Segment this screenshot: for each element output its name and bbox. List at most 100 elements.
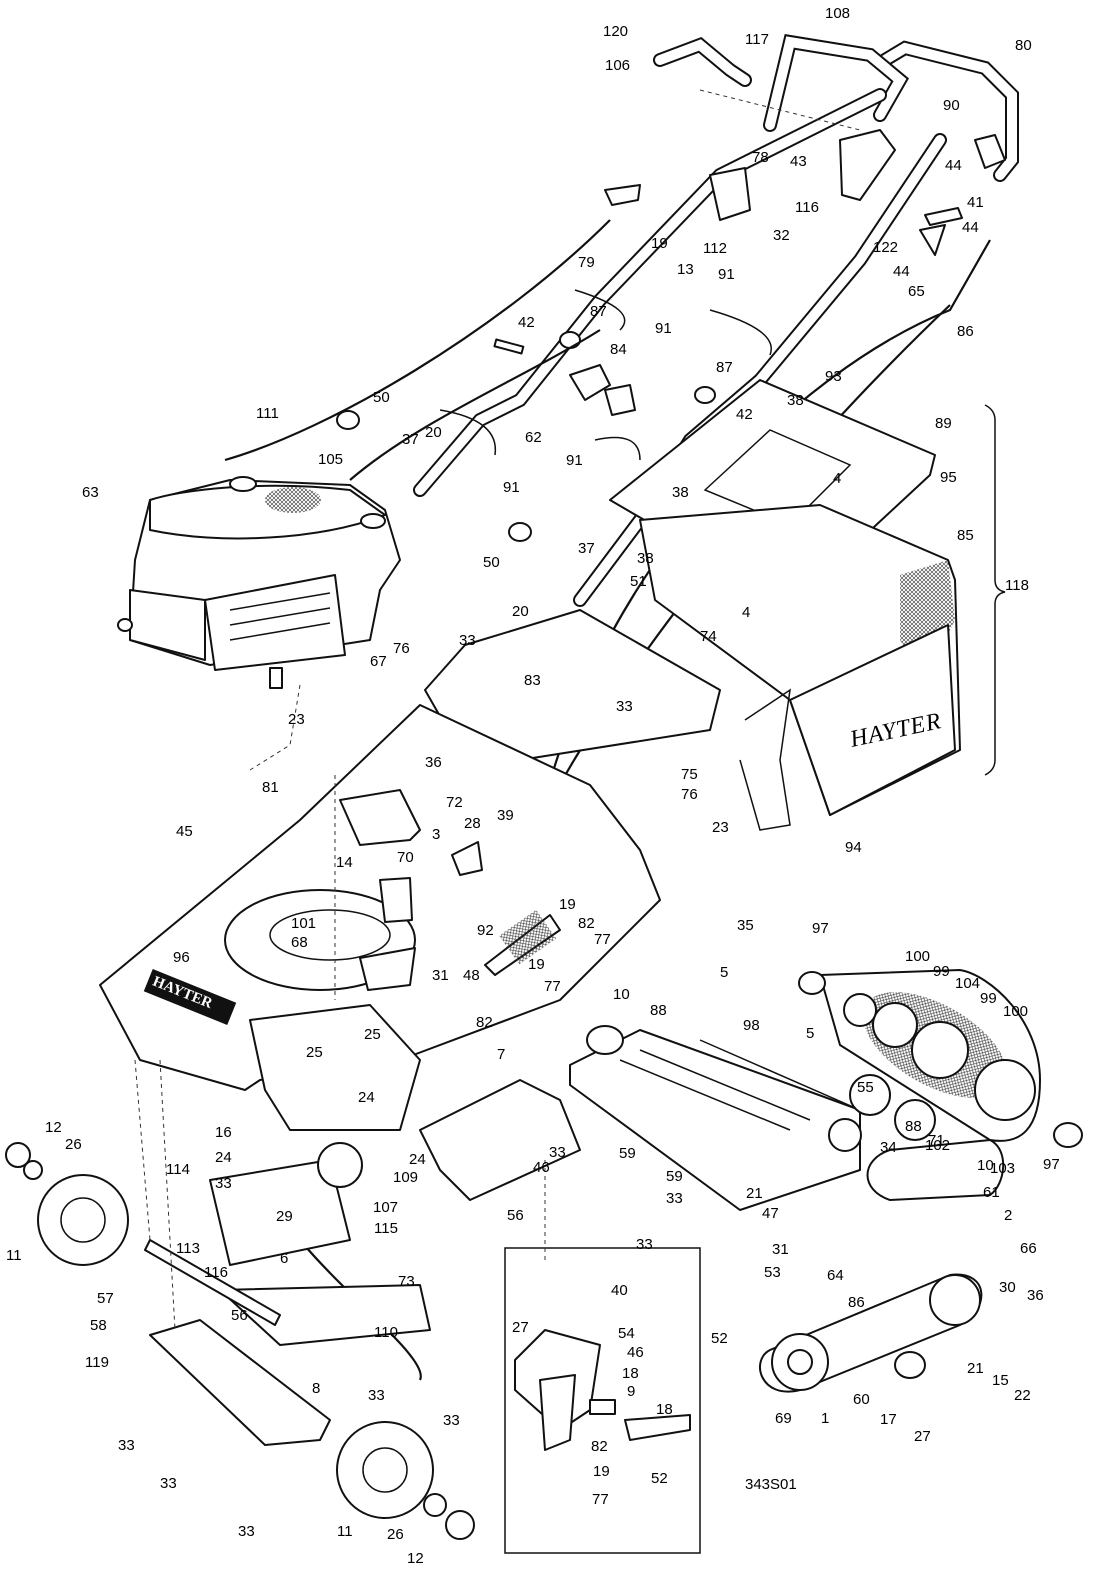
callout-c98: 98 bbox=[743, 1017, 760, 1034]
callout-c26b: 26 bbox=[387, 1526, 404, 1543]
callout-c25a: 25 bbox=[364, 1026, 381, 1043]
callout-c29: 29 bbox=[276, 1208, 293, 1225]
callout-c46b: 46 bbox=[627, 1344, 644, 1361]
callout-c42b: 42 bbox=[736, 406, 753, 423]
callout-c112: 112 bbox=[703, 240, 727, 257]
callout-c104: 104 bbox=[955, 975, 980, 992]
callout-c33g: 33 bbox=[368, 1387, 385, 1404]
callout-c2: 2 bbox=[1004, 1207, 1012, 1224]
callout-c76a: 76 bbox=[393, 640, 410, 657]
engine bbox=[117, 476, 401, 689]
callout-c52a: 52 bbox=[711, 1330, 728, 1347]
callout-c33i: 33 bbox=[443, 1412, 460, 1429]
callout-c50b: 50 bbox=[483, 554, 500, 571]
callout-c91d: 91 bbox=[566, 452, 583, 469]
callout-c101: 101 bbox=[291, 915, 316, 932]
callout-c70: 70 bbox=[397, 849, 414, 866]
callout-c21b: 21 bbox=[967, 1360, 984, 1377]
callout-c19c: 19 bbox=[528, 956, 545, 973]
callout-c74: 74 bbox=[700, 628, 717, 645]
callout-c24a: 24 bbox=[358, 1089, 375, 1106]
callout-c20b: 20 bbox=[512, 603, 529, 620]
callout-c33j: 33 bbox=[160, 1475, 177, 1492]
callout-c105: 105 bbox=[318, 451, 343, 468]
callout-c37a: 37 bbox=[402, 431, 419, 448]
callout-c111: 111 bbox=[256, 405, 279, 422]
group-bracket-label: 118 bbox=[1005, 577, 1029, 594]
callout-c94: 94 bbox=[845, 839, 862, 856]
callout-c31a: 31 bbox=[432, 967, 449, 984]
callout-c86b: 86 bbox=[848, 1294, 865, 1311]
callout-c77c: 77 bbox=[592, 1491, 609, 1508]
callout-c33f: 33 bbox=[636, 1236, 653, 1253]
callout-c44c: 44 bbox=[962, 219, 979, 236]
callout-c79: 79 bbox=[578, 254, 595, 271]
callout-c62: 62 bbox=[525, 429, 542, 446]
callout-c32: 32 bbox=[773, 227, 790, 244]
callout-c82b: 82 bbox=[476, 1014, 493, 1031]
callout-c114: 114 bbox=[166, 1161, 190, 1178]
callout-c61: 61 bbox=[983, 1184, 1000, 1201]
callout-c103: 103 bbox=[990, 1160, 1015, 1177]
callout-c91c: 91 bbox=[503, 479, 520, 496]
callout-c35: 35 bbox=[737, 917, 754, 934]
callout-c33a: 33 bbox=[459, 632, 476, 649]
callout-c11a: 11 bbox=[6, 1247, 22, 1264]
callout-c4a: 4 bbox=[833, 470, 841, 487]
callout-c87b: 87 bbox=[716, 359, 733, 376]
callout-c30: 30 bbox=[999, 1279, 1016, 1296]
callout-c92: 92 bbox=[477, 922, 494, 939]
callout-c33e: 33 bbox=[666, 1190, 683, 1207]
callout-c20a: 20 bbox=[425, 424, 442, 441]
callout-c42a: 42 bbox=[518, 314, 535, 331]
callout-c26a: 26 bbox=[65, 1136, 82, 1153]
callout-c14: 14 bbox=[336, 854, 353, 871]
group-bracket bbox=[984, 404, 1006, 776]
callout-c10b: 10 bbox=[977, 1157, 994, 1174]
callout-c115: 115 bbox=[374, 1220, 398, 1237]
callout-c56a: 56 bbox=[507, 1207, 524, 1224]
callout-c59a: 59 bbox=[619, 1145, 636, 1162]
callout-c108: 108 bbox=[825, 5, 850, 22]
callout-c38a: 38 bbox=[787, 392, 804, 409]
callout-c34: 34 bbox=[880, 1139, 897, 1156]
callout-c80: 80 bbox=[1015, 37, 1032, 54]
callout-c19b: 19 bbox=[559, 896, 576, 913]
detail-inset bbox=[504, 1247, 701, 1554]
callout-c60: 60 bbox=[853, 1391, 870, 1408]
callout-c18a: 18 bbox=[622, 1365, 639, 1382]
callout-c55: 55 bbox=[857, 1079, 874, 1096]
rear-wheel-left bbox=[5, 1142, 129, 1266]
callout-c41: 41 bbox=[967, 194, 984, 211]
callout-c7: 7 bbox=[497, 1046, 505, 1063]
callout-c82a: 82 bbox=[578, 915, 595, 932]
callout-c75: 75 bbox=[681, 766, 698, 783]
callout-c95: 95 bbox=[940, 469, 957, 486]
callout-c24b: 24 bbox=[215, 1149, 232, 1166]
callout-c84: 84 bbox=[610, 341, 627, 358]
callout-c77a: 77 bbox=[594, 931, 611, 948]
callout-c90: 90 bbox=[943, 97, 960, 114]
callout-c71: 71 bbox=[928, 1132, 945, 1149]
callout-c17: 17 bbox=[880, 1411, 897, 1428]
callout-c113: 113 bbox=[176, 1240, 200, 1257]
callout-c16: 16 bbox=[215, 1124, 232, 1141]
callout-c78: 78 bbox=[752, 149, 769, 166]
callout-c18b: 18 bbox=[656, 1401, 673, 1418]
callout-c33d: 33 bbox=[215, 1175, 232, 1192]
callout-c97a: 97 bbox=[812, 920, 829, 937]
callout-c57: 57 bbox=[97, 1290, 114, 1307]
callout-c63: 63 bbox=[82, 484, 99, 501]
callout-c50a: 50 bbox=[373, 389, 390, 406]
callout-c73: 73 bbox=[398, 1273, 415, 1290]
callout-c59b: 59 bbox=[666, 1168, 683, 1185]
callout-c40: 40 bbox=[611, 1282, 628, 1299]
callout-c56b: 56 bbox=[231, 1307, 248, 1324]
callout-c19d: 19 bbox=[593, 1463, 610, 1480]
callout-c1: 1 bbox=[821, 1410, 829, 1427]
callout-c15: 15 bbox=[992, 1372, 1009, 1389]
mower-deck: HAYTER bbox=[99, 704, 661, 1091]
callout-c13: 13 bbox=[677, 261, 694, 278]
